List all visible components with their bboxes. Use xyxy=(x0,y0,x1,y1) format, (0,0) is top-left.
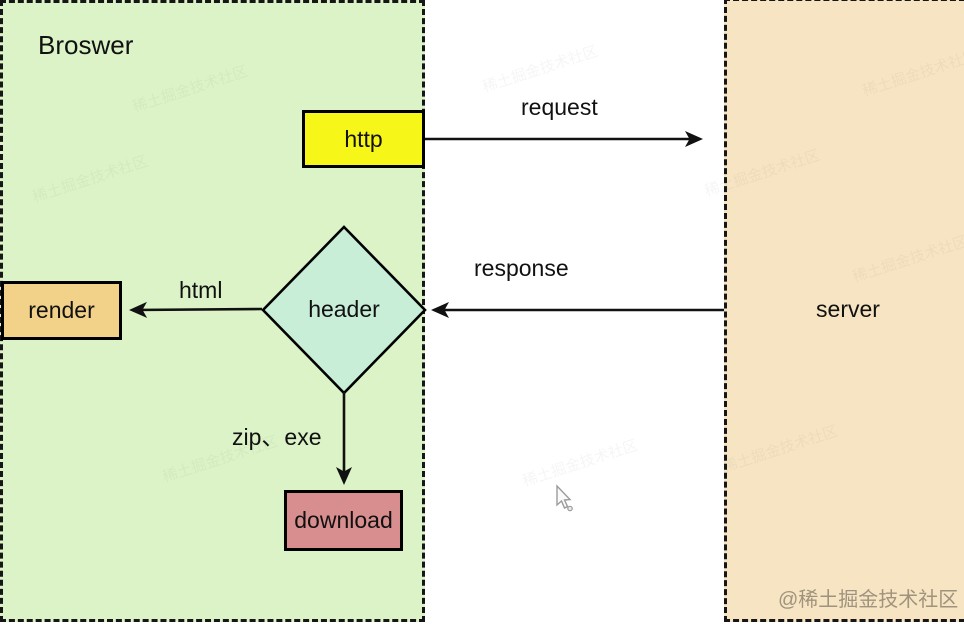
faint-watermark: 稀土掘金技术社区 xyxy=(520,436,641,491)
header-node-label: header xyxy=(308,296,380,322)
http-node-label: http xyxy=(344,125,383,152)
render-node: render xyxy=(1,281,122,340)
render-node-label: render xyxy=(28,297,95,323)
zip-exe-edge-label: zip、exe xyxy=(232,424,322,450)
download-node-label: download xyxy=(294,507,393,533)
download-node: download xyxy=(284,490,403,551)
mouse-cursor-icon xyxy=(556,484,573,512)
response-edge-label: response xyxy=(474,255,569,281)
server-region-label: server xyxy=(816,296,880,322)
request-edge-label: request xyxy=(521,94,598,120)
browser-region-label: Broswer xyxy=(38,30,134,60)
http-node: http xyxy=(302,110,425,168)
community-watermark: @稀土掘金技术社区 xyxy=(778,589,959,611)
server-region xyxy=(724,0,964,622)
faint-watermark: 稀土掘金技术社区 xyxy=(480,42,601,97)
html-edge-label: html xyxy=(179,277,223,303)
